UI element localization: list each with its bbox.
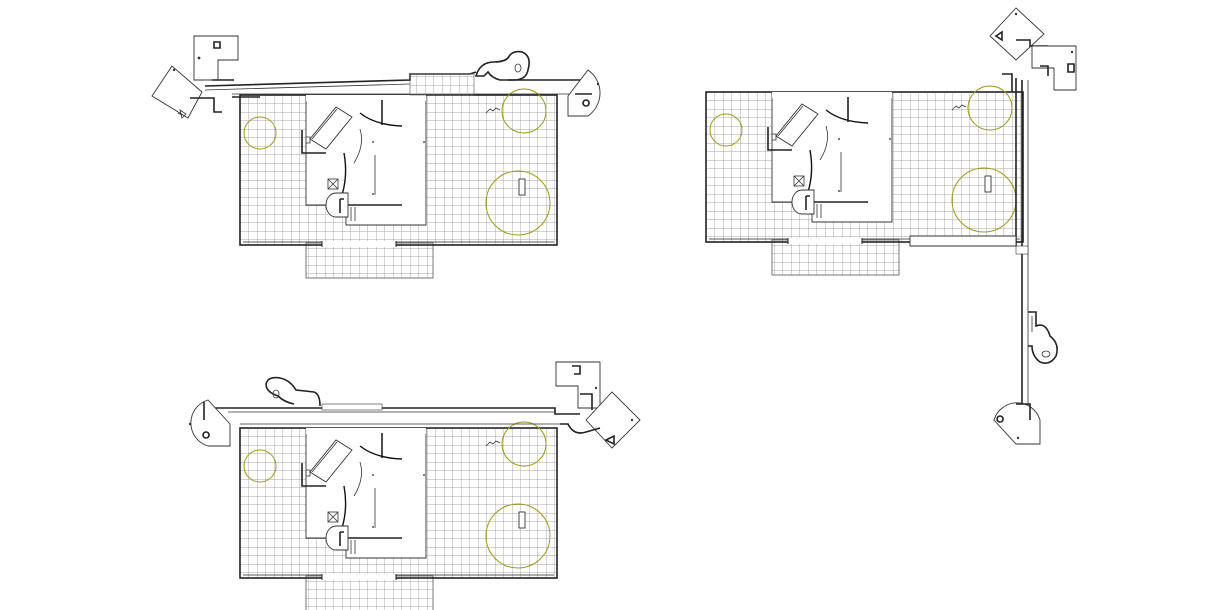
plan-bottom-left [188,361,641,610]
plan-top-right [705,7,1077,445]
plan-top-left [151,35,601,279]
